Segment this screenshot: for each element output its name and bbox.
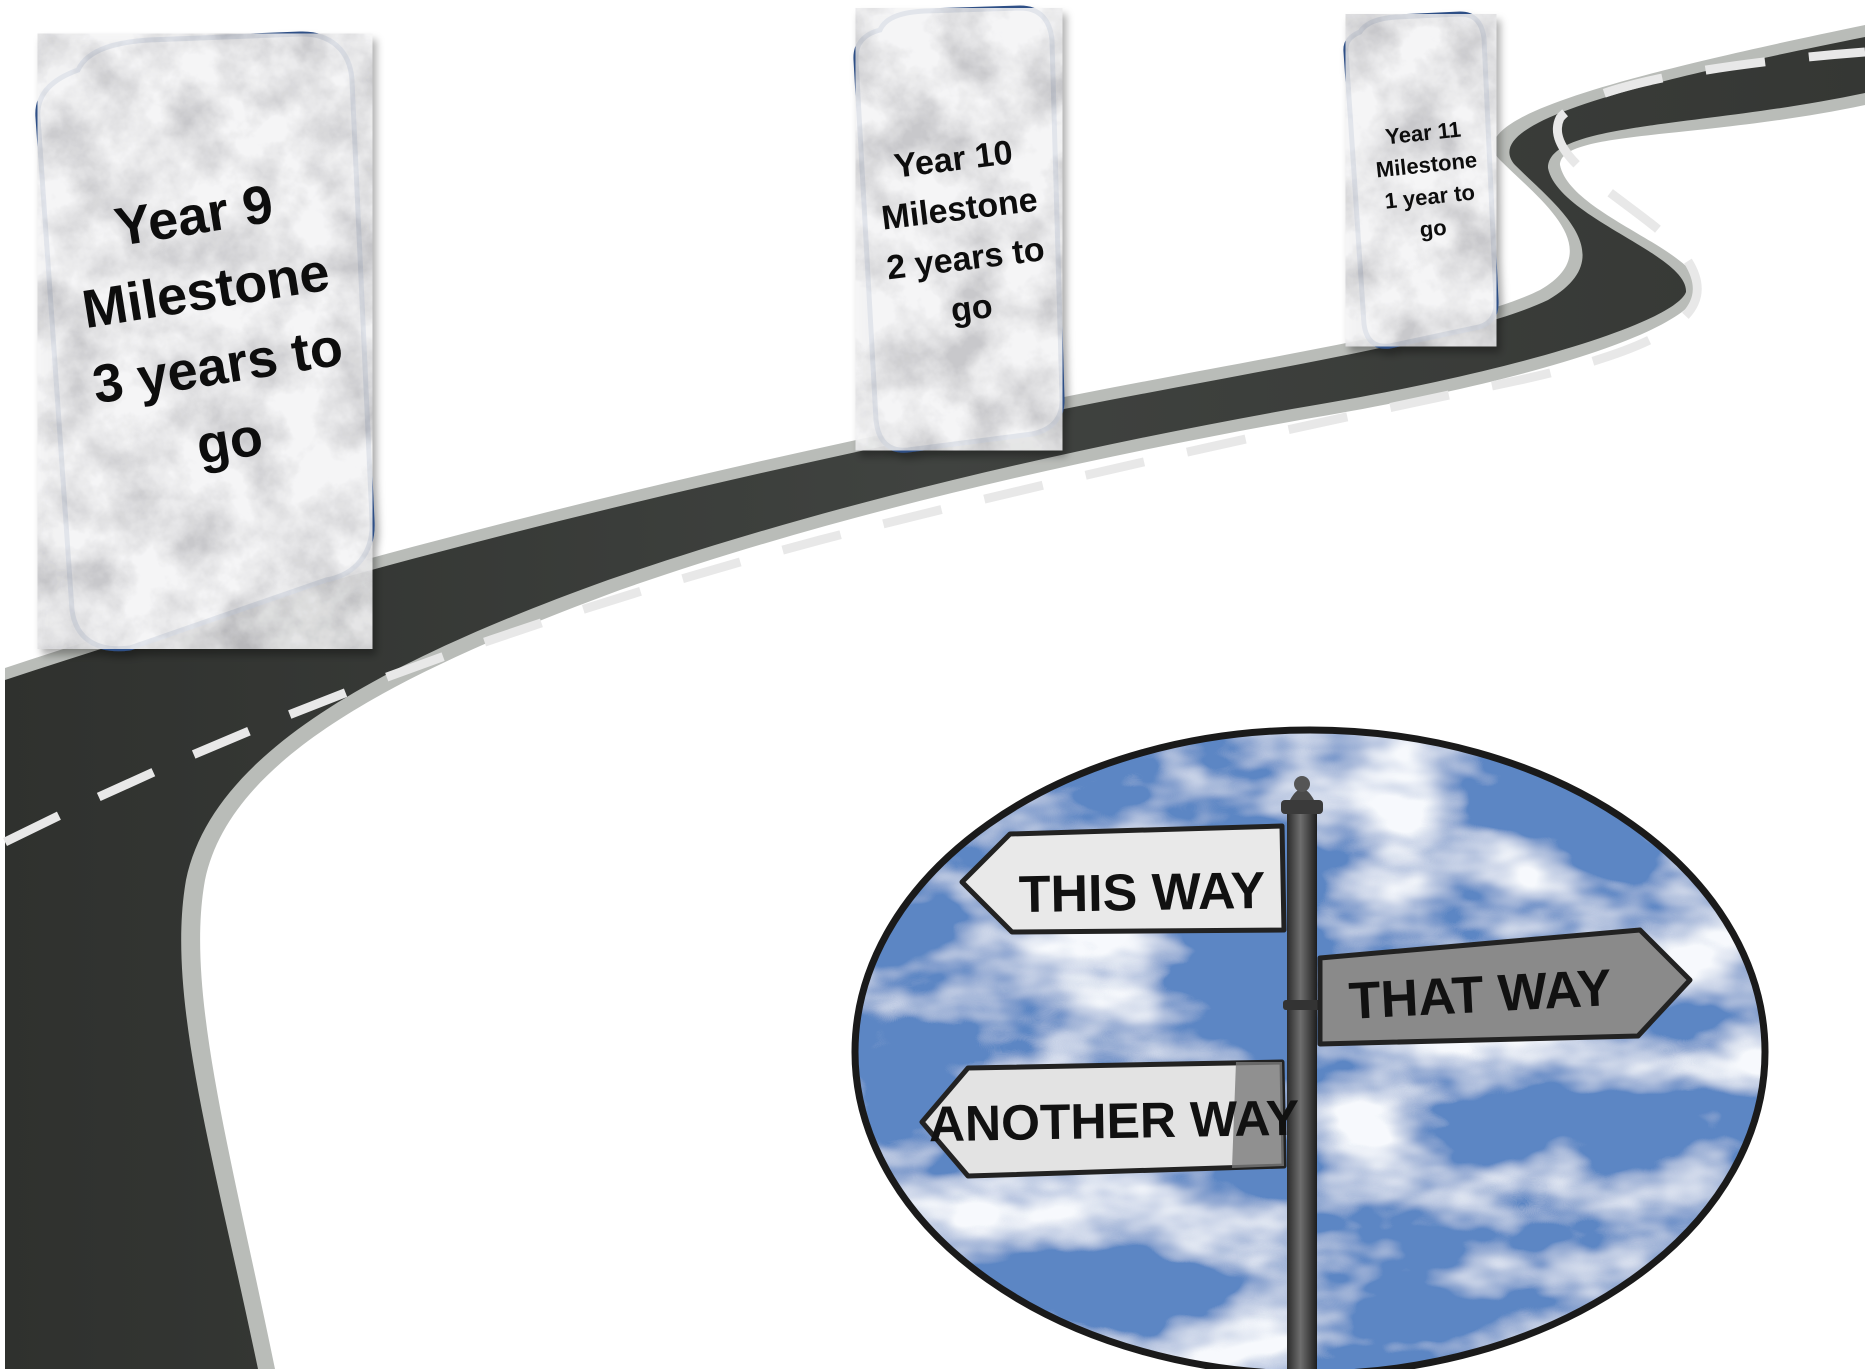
road-asphalt [5,37,1865,1369]
that-way-label: THAT WAY [1347,959,1613,1031]
signpost-picture: THIS WAY THAT WAY ANOTHER WAY [851,726,1769,1369]
signpost-frame [851,726,1769,1369]
that-way-sign: THAT WAY [1317,927,1693,1047]
another-way-label: ANOTHER WAY [928,1090,1299,1152]
road-lane-marking [2,47,1865,847]
milestone-year-9-line4: go [192,406,267,476]
this-way-label: THIS WAY [1018,862,1266,924]
milestone-year-11-line4: go [1418,215,1447,243]
milestone-card-year-11: Year 11 Milestone 1 year to go [1343,11,1499,349]
this-way-sign: THIS WAY [959,823,1287,935]
milestone-card-year-9: Year 9 Milestone 3 years to go [35,31,375,652]
milestone-card-year-10: Year 10 Milestone 2 years to go [853,5,1065,453]
winding-road [2,25,1865,1369]
milestone-year-10-line4: go [949,287,995,330]
another-way-sign: ANOTHER WAY [919,1059,1300,1179]
signpost-pole [1287,800,1317,1369]
